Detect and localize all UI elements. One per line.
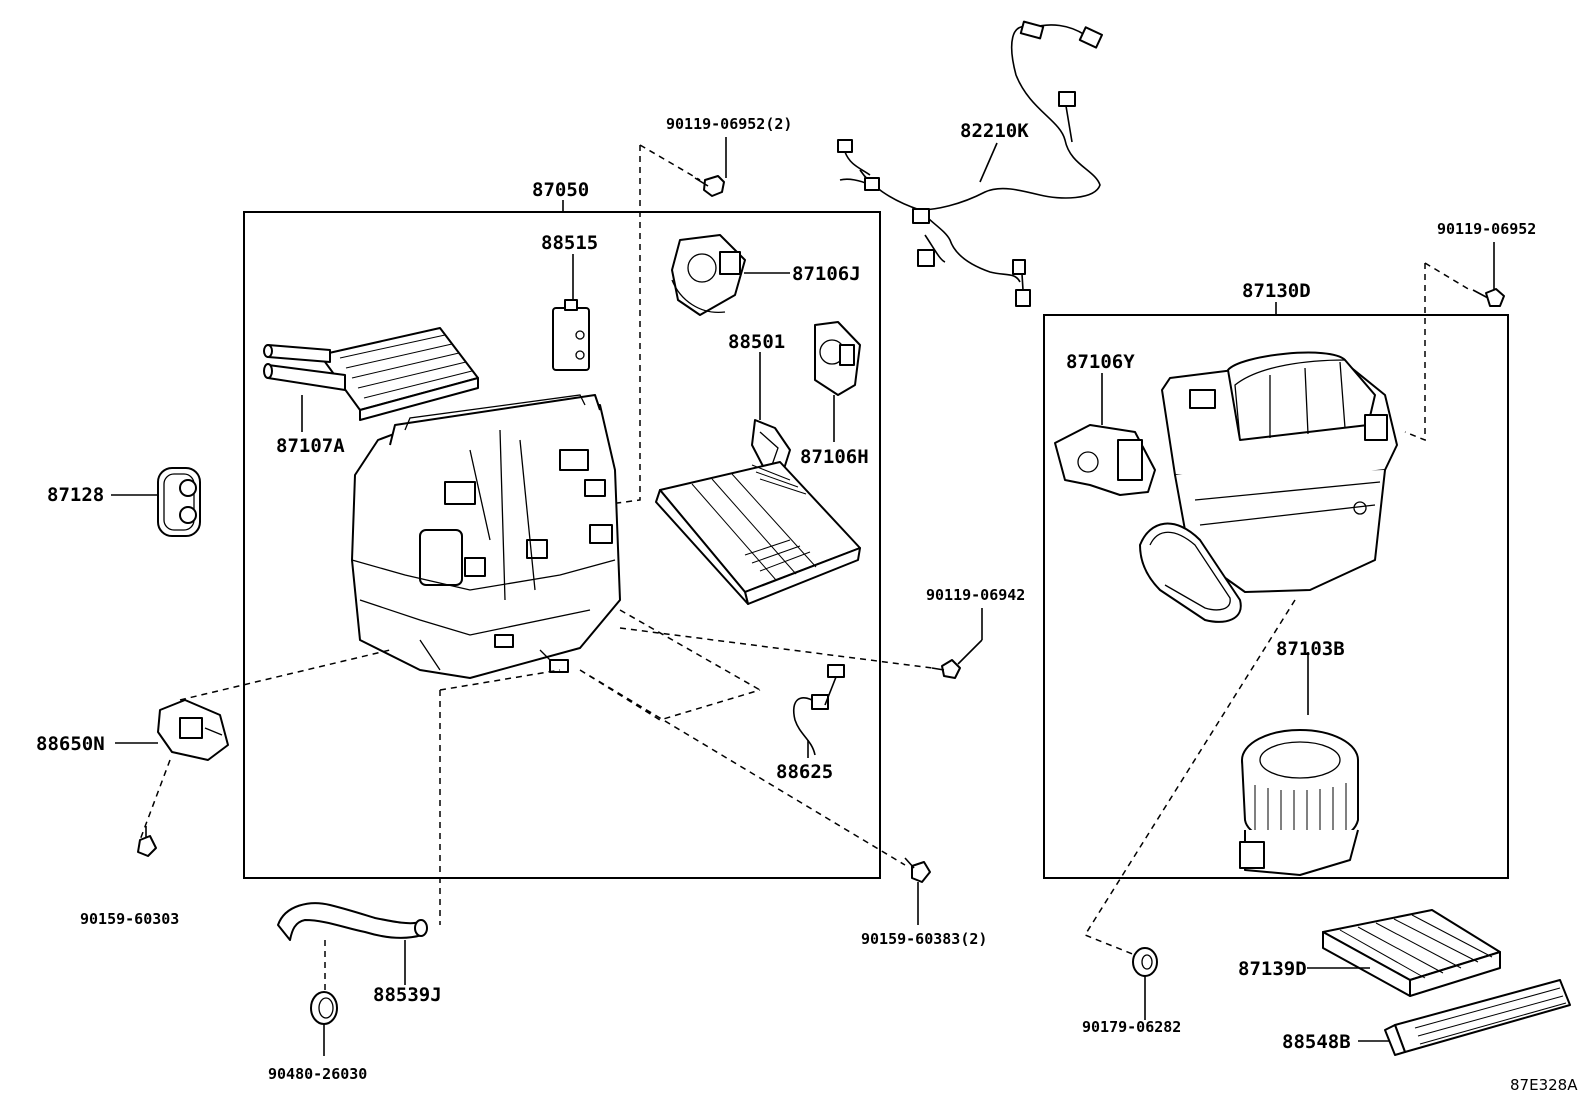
servo-motor-87106J[interactable]	[671, 234, 746, 316]
bolt-90119-06952[interactable]	[1472, 288, 1505, 307]
servo-motor-87106Y[interactable]	[1054, 424, 1156, 496]
label-88625: 88625	[776, 761, 833, 783]
label-90159-60383: 90159-60383(2)	[861, 930, 987, 948]
label-87106J: 87106J	[792, 263, 861, 285]
heater-unit-case-87050[interactable]	[351, 394, 621, 679]
clamp-90480-26030[interactable]	[310, 991, 338, 1025]
evaporator-88501[interactable]	[655, 461, 861, 605]
label-90119-06942: 90119-06942	[926, 586, 1025, 604]
screw-90159-60303[interactable]	[137, 826, 157, 857]
grommet-87128[interactable]	[157, 467, 201, 537]
label-90480-26030: 90480-26030	[268, 1065, 367, 1083]
heater-core-87107A[interactable]	[263, 327, 479, 421]
assembly-frame-87050	[243, 211, 881, 879]
bolt-90119-06952-2[interactable]	[694, 175, 725, 197]
nut-90179-06282[interactable]	[1132, 947, 1158, 977]
label-87128: 87128	[47, 484, 104, 506]
label-88650N: 88650N	[36, 733, 105, 755]
label-87139D: 87139D	[1238, 958, 1307, 980]
label-90159-60303: 90159-60303	[80, 910, 179, 928]
label-88539J: 88539J	[373, 984, 442, 1006]
label-88515: 88515	[541, 232, 598, 254]
wire-harness-82210K[interactable]	[837, 20, 1104, 307]
air-filter-87139D[interactable]	[1322, 909, 1501, 997]
drain-hose-88539J[interactable]	[277, 902, 428, 941]
blower-resistor-88650N[interactable]	[157, 699, 229, 761]
label-88501: 88501	[728, 331, 785, 353]
label-87106H: 87106H	[800, 446, 869, 468]
label-87130D: 87130D	[1242, 280, 1311, 302]
label-90119-06952-2: 90119-06952(2)	[666, 115, 792, 133]
servo-motor-87106H[interactable]	[814, 321, 861, 396]
screw-90159-60383[interactable]	[904, 857, 931, 883]
label-87103B: 87103B	[1276, 638, 1345, 660]
label-82210K: 82210K	[960, 120, 1029, 142]
screw-90119-06942[interactable]	[931, 659, 961, 679]
diagram-code: 87E328A	[1510, 1076, 1578, 1094]
filter-cover-88548B[interactable]	[1384, 979, 1571, 1056]
label-90179-06282: 90179-06282	[1082, 1018, 1181, 1036]
label-90119-06952: 90119-06952	[1437, 220, 1536, 238]
sensor-88625[interactable]	[793, 664, 845, 756]
blower-motor-87103B[interactable]	[1239, 729, 1359, 876]
label-87106Y: 87106Y	[1066, 351, 1135, 373]
expansion-valve-88515[interactable]	[552, 299, 590, 371]
blower-case-87130D[interactable]	[1139, 351, 1398, 623]
label-87050: 87050	[532, 179, 589, 201]
label-88548B: 88548B	[1282, 1031, 1351, 1053]
label-87107A: 87107A	[276, 435, 345, 457]
